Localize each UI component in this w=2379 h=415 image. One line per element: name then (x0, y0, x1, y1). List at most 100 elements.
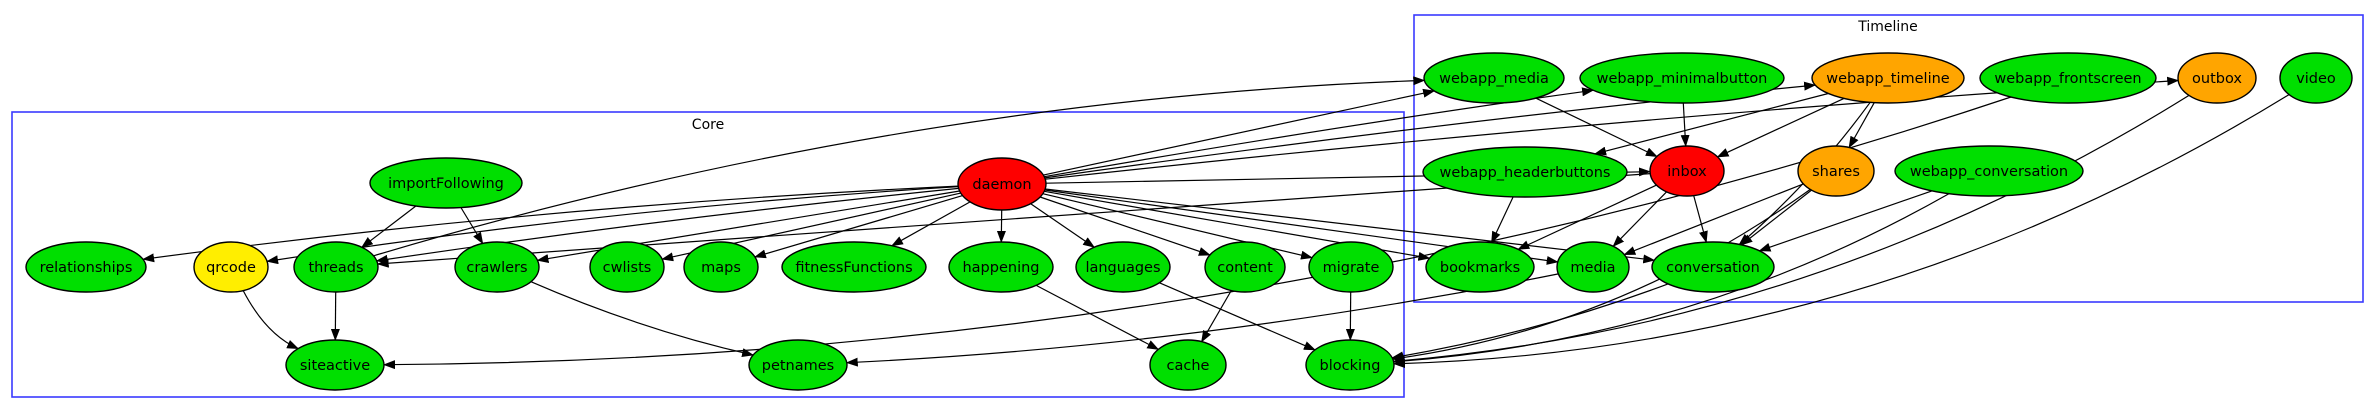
node-webapp_conversation-label: webapp_conversation (1910, 164, 2068, 180)
node-layer: webapp_media webapp_minimalbutton webapp_t… (25, 52, 2353, 391)
edge-conversation-to-blocking (1391, 283, 1669, 361)
node-conversation: conversation (1651, 241, 1775, 293)
edge-daemon-to-maps (753, 195, 963, 259)
edge-importFollowing-to-crawlers (460, 207, 484, 245)
edge-daemon-to-languages (1030, 203, 1096, 248)
node-languages-label: languages (1085, 260, 1160, 276)
node-inbox-shape (1649, 145, 1725, 197)
node-fitnessFunctions: fitnessFunctions (781, 241, 927, 293)
node-shares-shape (1797, 145, 1875, 197)
node-daemon-label: daemon (972, 177, 1031, 193)
node-outbox-label: outbox (2192, 71, 2242, 87)
node-webapp_minimalbutton-label: webapp_minimalbutton (1597, 71, 1768, 87)
node-webapp_media-shape (1423, 52, 1565, 104)
edge-webapp_media-to-inbox (1535, 97, 1658, 158)
node-languages: languages (1075, 241, 1171, 293)
edge-layer (142, 76, 2290, 370)
edge-webapp_timeline-to-webapp_headerbuttons (1594, 92, 1829, 156)
node-happening-shape (948, 241, 1054, 293)
node-inbox: inbox (1649, 145, 1725, 197)
node-webapp_conversation: webapp_conversation (1894, 145, 2084, 197)
node-content: content (1204, 241, 1286, 293)
node-relationships-shape (25, 241, 147, 293)
node-outbox: outbox (2177, 52, 2257, 104)
node-webapp_minimalbutton: webapp_minimalbutton (1579, 52, 1785, 104)
node-maps-shape (683, 241, 759, 293)
edge-inbox-to-media (1612, 191, 1668, 248)
node-inbox-label: inbox (1667, 164, 1707, 180)
node-petnames-label: petnames (762, 358, 835, 374)
edge-daemon-to-threads (375, 187, 959, 264)
node-importFollowing-label: importFollowing (388, 176, 504, 192)
node-blocking: blocking (1305, 339, 1395, 391)
node-qrcode-label: qrcode (206, 260, 256, 276)
node-webapp_timeline-label: webapp_timeline (1826, 71, 1950, 87)
node-migrate-shape (1308, 241, 1394, 293)
edge-importFollowing-to-threads (361, 205, 417, 248)
edge-daemon-to-content (1039, 196, 1211, 256)
cluster-timeline-border (1413, 14, 2364, 303)
node-webapp_frontscreen-shape (1979, 52, 2157, 104)
node-importFollowing-shape (369, 157, 523, 209)
edge-daemon-to-fitnessFunctions (891, 201, 971, 247)
node-shares-label: shares (1812, 164, 1860, 180)
node-fitnessFunctions-label: fitnessFunctions (795, 260, 912, 276)
node-threads-shape (293, 241, 379, 293)
node-petnames: petnames (748, 339, 848, 391)
node-media-shape (1556, 241, 1630, 293)
node-crawlers-shape (454, 241, 540, 293)
node-bookmarks-label: bookmarks (1440, 260, 1520, 276)
node-happening: happening (948, 241, 1054, 293)
node-threads: threads (293, 241, 379, 293)
node-siteactive-label: siteactive (300, 358, 370, 374)
node-webapp_media: webapp_media (1423, 52, 1565, 104)
node-migrate: migrate (1308, 241, 1394, 293)
edge-inbox-to-bookmarks (1517, 184, 1657, 250)
node-languages-shape (1075, 241, 1171, 293)
node-webapp_conversation-shape (1894, 145, 2084, 197)
node-blocking-label: blocking (1320, 358, 1381, 374)
node-bookmarks: bookmarks (1425, 241, 1535, 293)
node-webapp_media-label: webapp_media (1439, 71, 1549, 87)
node-media: media (1556, 241, 1630, 293)
node-webapp_minimalbutton-shape (1579, 52, 1785, 104)
edge-shares-to-conversation (1740, 189, 1812, 246)
node-cache: cache (1149, 339, 1227, 391)
edge-qrcode-to-siteactive (242, 290, 300, 350)
edge-threads-to-webapp_media (373, 76, 1426, 257)
node-blocking-shape (1305, 339, 1395, 391)
edge-content-to-cache (1201, 290, 1232, 343)
node-qrcode: qrcode (193, 241, 269, 293)
node-maps-label: maps (701, 260, 741, 276)
node-qrcode-shape (193, 241, 269, 293)
edge-media-to-petnames (845, 273, 1559, 367)
node-outbox-shape (2177, 52, 2257, 104)
node-fitnessFunctions-shape (781, 241, 927, 293)
cluster-core-border (11, 111, 1405, 398)
node-webapp_timeline: webapp_timeline (1811, 52, 1965, 104)
edge-webapp_conversation-to-conversation (1758, 190, 1933, 252)
cluster-timeline-label: Timeline (1857, 19, 1918, 35)
node-webapp_headerbuttons-label: webapp_headerbuttons (1440, 165, 1611, 181)
node-video: video (2279, 52, 2353, 104)
node-migrate-label: migrate (1323, 260, 1380, 276)
edge-daemon-to-crawlers (536, 190, 960, 263)
node-webapp_headerbuttons: webapp_headerbuttons (1422, 146, 1628, 198)
edge-outbox-to-blocking (1392, 94, 2190, 365)
edge-shares-to-blocking (1391, 188, 1811, 363)
node-siteactive-shape (285, 339, 385, 391)
node-cache-label: cache (1167, 358, 1210, 374)
node-crawlers-label: crawlers (466, 260, 527, 276)
edge-shares-to-media (1623, 183, 1804, 256)
edge-webapp_timeline-to-inbox (1716, 97, 1845, 158)
node-cwlists-label: cwlists (603, 260, 652, 276)
node-conversation-label: conversation (1666, 260, 1760, 276)
node-happening-label: happening (962, 260, 1039, 276)
node-cwlists-shape (589, 241, 665, 293)
node-threads-label: threads (308, 260, 363, 276)
node-maps: maps (683, 241, 759, 293)
edge-webapp_headerbuttons-to-bookmarks (1491, 196, 1514, 244)
node-cwlists: cwlists (589, 241, 665, 293)
